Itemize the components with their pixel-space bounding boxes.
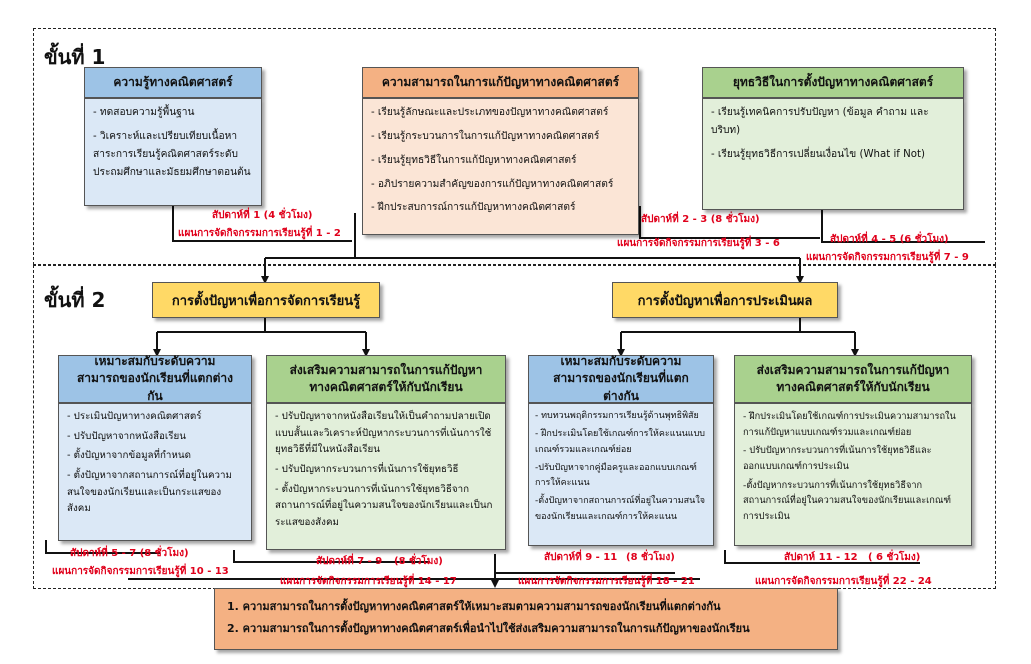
strategy-header: ยุทธวิธีในการตั้งปัญหาทางคณิตศาสตร์ [702,67,964,98]
list-item: - ประเมินปัญหาทางคณิตศาสตร์ [67,411,202,422]
list-item: - ตั้งปัญหาจากข้อมูลที่กำหนด [67,450,191,462]
teaching-right-week: สัปดาห์ที่ 7 - 9 [316,556,383,567]
teaching-right-plan: แผนการจัดกิจกรรมการเรียนรู้ที่ 14 - 17 [280,576,457,587]
problem-solving-header: ความสามารถในการแก้ปัญหาทางคณิตศาสตร์ [362,67,639,98]
assessment-left-header: เหมาะสมกับระดับความสามารถของนักเรียนที่แ… [528,354,714,403]
problem-solving-body: - เรียนรู้ลักษณะและประเภทของปัญหาทางคณิต… [362,98,639,235]
list-item: - ตั้งปัญหากระบวนการที่เน้นการใช้ยุทธวิธ… [275,483,493,528]
strategy-plan: แผนการจัดกิจกรรมการเรียนรู้ที่ 7 - 9 [806,252,969,263]
stage1-title: ขั้นที่ 1 [44,45,106,69]
assessment-right-week: สัปดาห์ 11 - 12 [784,552,858,563]
assessment-left-plan: แผนการจัดกิจกรรมการเรียนรู้ที่ 18 - 21 [518,576,695,587]
outcome-item: 2. ความสามารถในการตั้งปัญหาทางคณิตศาสตร์… [227,622,750,635]
outcome-item: 1. ความสามารถในการตั้งปัญหาทางคณิตศาสตร์… [227,600,721,613]
list-item: - ทดสอบความรู้พื้นฐาน [93,107,195,118]
knowledge-week: สัปดาห์ที่ 1 (4 ชั่วโมง) [212,210,313,221]
assessment-left-body: - ทบทวนพฤติกรรมการเรียนรู้ด้านพุทธิพิสัย… [528,403,714,546]
assessment-right-hours: ( 6 ชั่วโมง) [868,552,921,563]
list-item: - เรียนรู้ลักษณะและประเภทของปัญหาทางคณิต… [371,107,609,118]
outcome-box: 1. ความสามารถในการตั้งปัญหาทางคณิตศาสตร์… [214,588,838,650]
list-item: - ฝึกประสบการณ์การแก้ปัญหาทางคณิตศาสตร์ [371,202,576,214]
assessment-left-hours: (8 ชั่วโมง) [626,552,675,563]
list-item: -ตั้งปัญหาจากสถานการณ์ที่อยู่ในความสนใจข… [535,496,705,522]
teaching-right-header: ส่งเสริมความสามารถในการแก้ปัญหาทางคณิตศา… [266,355,506,403]
teaching-right-body: - ปรับปัญหาจากหนังสือเรียนให้เป็นคำถามปล… [266,403,506,550]
list-item: - อภิปรายความสำคัญของการแก้ปัญหาทางคณิตศ… [371,178,614,190]
assessment-branch-title: การตั้งปัญหาเพื่อการประเมินผล [612,282,838,318]
problem-solving-week: สัปดาห์ที่ 2 - 3 (8 ชั่วโมง) [641,214,760,225]
assessment-right-plan: แผนการจัดกิจกรรมการเรียนรู้ที่ 22 - 24 [755,576,932,587]
list-item: - ปรับปัญหากระบวนการที่เน้นการใช้ยุทธวิธ… [275,463,459,475]
list-item: - เรียนรู้กระบวนการในการแก้ปัญหาทางคณิตศ… [371,130,600,142]
list-item: - เรียนรู้ยุทธวิธีในการแก้ปัญหาทางคณิตศา… [371,154,577,166]
teaching-left-body: - ประเมินปัญหาทางคณิตศาสตร์ - ปรับปัญหาจ… [58,403,252,541]
list-item: - ปรับปัญหาจากหนังสือเรียน [67,430,186,442]
list-item: -ตั้งปัญหากระบวนการที่เน้นการใช้ยุทธวิธี… [743,479,951,522]
stage1-frame [33,28,996,265]
teaching-left-week: สัปดาห์ที่ 5 - 7 (8 ชั่วโมง) [70,548,189,559]
list-item: - ตั้งปัญหาจากสถานการณ์ที่อยู่ในความสนใจ… [67,469,232,515]
list-item: - ฝึกประเมินโดยใช้เกณฑ์การประเมินความสาม… [743,411,956,438]
list-item: - วิเคราะห์และเปรียบเทียบเนื้อหาสาระการเ… [93,130,251,178]
strategy-week: สัปดาห์ที่ 4 - 5 (6 ชั่วโมง) [830,234,949,245]
teaching-left-header: เหมาะสมกับระดับความสามารถของนักเรียนที่แ… [58,354,252,403]
knowledge-header: ความรู้ทางคณิตศาสตร์ [84,67,262,98]
list-item: -ปรับปัญหาจากคู่มือครูและออกแบบเกณฑ์การใ… [535,462,697,489]
strategy-body: - เรียนรู้เทคนิคการปรับปัญหา (ข้อมูล คำถ… [702,98,964,210]
assessment-right-body: - ฝึกประเมินโดยใช้เกณฑ์การประเมินความสาม… [734,403,972,546]
knowledge-plan: แผนการจัดกิจกรรมการเรียนรู้ที่ 1 - 2 [178,228,341,239]
problem-solving-plan: แผนการจัดกิจกรรมการเรียนรู้ที่ 3 - 6 [617,238,780,249]
assessment-right-header: ส่งเสริมความสามารถในการแก้ปัญหาทางคณิตศา… [734,355,972,403]
list-item: - เรียนรู้ยุทธวิธีการเปลี่ยนเงื่อนไข (Wh… [711,148,925,160]
list-item: - ปรับปัญหากระบวนการที่เน้นการใช้ยุทธวิธ… [743,445,932,472]
list-item: - ฝึกประเมินโดยใช้เกณฑ์การให้คะแนนแบบเกณ… [535,429,706,455]
knowledge-body: - ทดสอบความรู้พื้นฐาน - วิเคราะห์และเปรี… [84,98,262,206]
list-item: - ปรับปัญหาจากหนังสือเรียนให้เป็นคำถามปล… [275,411,492,456]
list-item: - เรียนรู้เทคนิคการปรับปัญหา (ข้อมูล คำถ… [711,107,929,136]
teaching-left-plan: แผนการจัดกิจกรรมการเรียนรู้ที่ 10 - 13 [52,566,229,577]
stage2-title: ขั้นที่ 2 [44,288,106,312]
assessment-left-week: สัปดาห์ที่ 9 - 11 [544,552,618,563]
teaching-branch-title: การตั้งปัญหาเพื่อการจัดการเรียนรู้ [152,282,380,318]
list-item: - ทบทวนพฤติกรรมการเรียนรู้ด้านพุทธิพิสัย [535,411,699,421]
teaching-right-hours: (8 ชั่วโมง) [394,556,443,567]
